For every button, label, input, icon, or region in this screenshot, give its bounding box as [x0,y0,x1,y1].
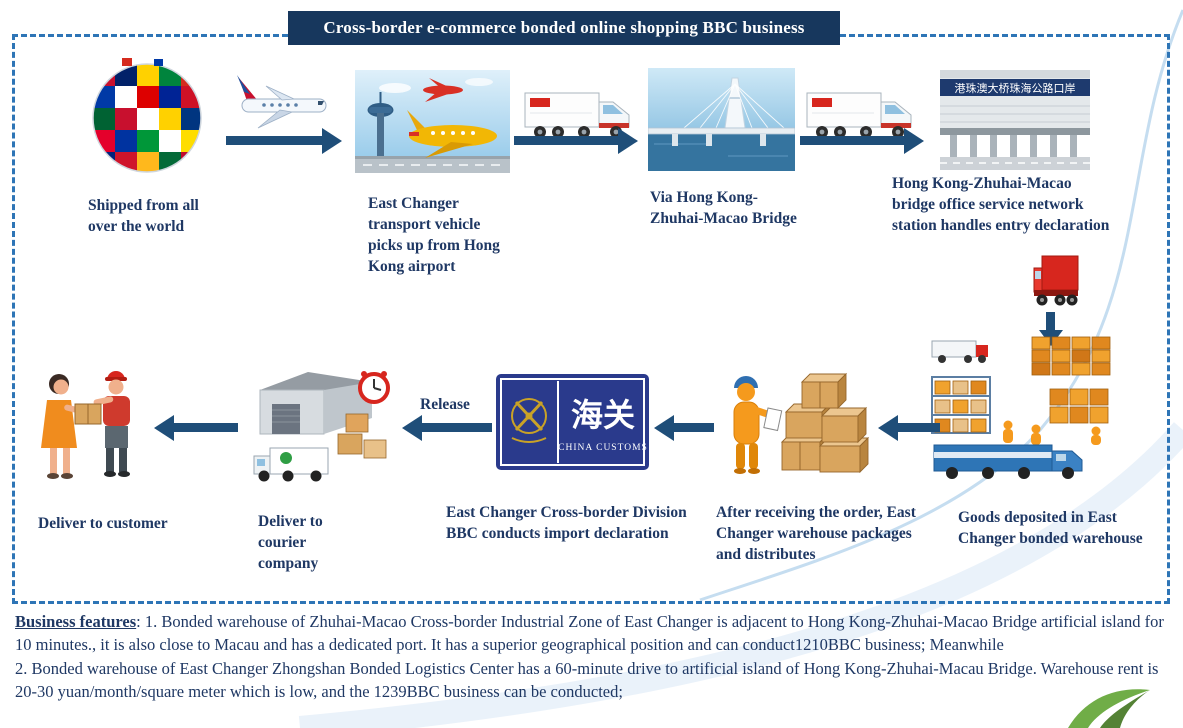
step-label-via-bridge: Via Hong Kong-Zhuhai-Macao Bridge [650,189,797,227]
step-label-packages: After receiving the order, East Changer … [716,504,916,563]
truck-icon [524,92,630,138]
step-label-deposited: Goods deposited in East Changer bonded w… [958,509,1143,547]
page-title: Cross-border e-commerce bonded online sh… [288,11,840,45]
flow-arrow-down [1046,312,1055,330]
bonded-warehouse-image [931,336,1111,479]
customer-delivery-image [41,371,130,479]
step-label-customer: Deliver to customer [38,515,168,532]
flow-arrow-right [514,136,618,145]
business-features-body1: : 1. Bonded warehouse of Zhuhai-Macao Cr… [15,612,1164,655]
business-features-body2: 2. Bonded warehouse of East Changer Zhon… [15,658,1159,702]
china-customs-sign: 海关 CHINA CUSTOMS [496,374,649,470]
globe-flags-image [92,58,202,173]
flow-arrow-left [422,423,492,432]
flow-arrow-right [800,136,904,145]
border-office-image: 港珠澳大桥珠海公路口岸 [940,70,1090,170]
customs-en-text: CHINA CUSTOMS [558,443,648,453]
business-features-notes: Business features: 1. Bonded warehouse o… [15,610,1173,704]
red-truck-icon [1033,255,1079,306]
flow-arrow-left [674,423,714,432]
step-label-courier: Deliver to courier company [258,513,323,572]
courier-warehouse-image [253,371,390,482]
truck-icon [806,92,912,138]
airport-image [355,70,510,173]
step-label-shipped: Shipped from all over the world [88,197,199,235]
flow-arrow-left [174,423,238,432]
flow-arrow-left [898,423,940,432]
step-label-entry-office: Hong Kong-Zhuhai-Macao bridge office ser… [892,175,1110,234]
step-label-pickup: East Changer transport vehicle picks up … [368,195,500,275]
worker-packing-image [733,372,870,474]
border-office-sign-text: 港珠澳大桥珠海公路口岸 [955,81,1076,95]
business-features-heading: Business features [15,612,137,631]
airplane-icon [237,75,327,129]
step-label-customs-declare: East Changer Cross-border Division BBC c… [446,504,687,542]
flow-arrow-right [226,136,322,145]
release-label: Release [420,396,470,413]
customs-cn-text: 海关 [571,397,635,433]
bridge-image [648,68,795,171]
